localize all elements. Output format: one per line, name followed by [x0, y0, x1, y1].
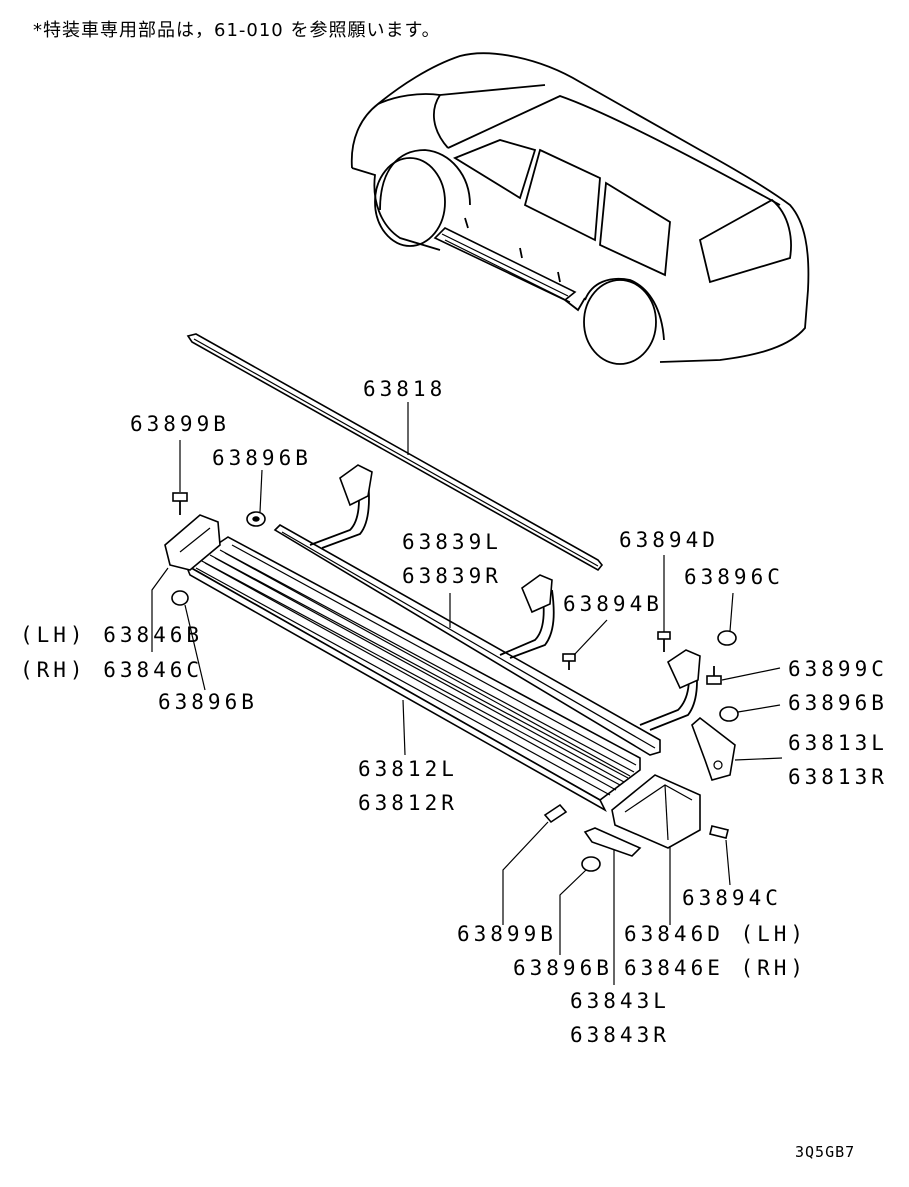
label-63896B-left: 63896B — [158, 690, 258, 714]
step-board — [184, 536, 641, 812]
label-63899C: 63899C — [788, 657, 888, 681]
fasteners — [171, 492, 739, 872]
moulding-strip — [186, 333, 604, 572]
label-63846D: 63846D (LH) — [624, 922, 808, 946]
label-63896B-right: 63896B — [788, 691, 888, 715]
vehicle-illustration — [350, 52, 810, 365]
label-63843R: 63843R — [570, 1023, 670, 1047]
label-63894D: 63894D — [619, 528, 719, 552]
leader-lines — [151, 402, 783, 985]
label-63896B-top: 63896B — [212, 446, 312, 470]
label-63839L: 63839L — [402, 530, 502, 554]
label-63813L: 63813L — [788, 731, 888, 755]
label-63899B-top: 63899B — [130, 412, 230, 436]
inner-rail — [273, 524, 661, 756]
label-63813R: 63813R — [788, 765, 888, 789]
label-63812R: 63812R — [358, 791, 458, 815]
label-63896B-bottom: 63896B — [513, 956, 613, 980]
left-end-bracket — [164, 514, 221, 571]
right-end-bracket — [611, 774, 701, 849]
drawing-code: 3Q5GB7 — [795, 1143, 856, 1161]
label-63839R: 63839R — [402, 564, 502, 588]
label-63846B: (LH) 63846B — [20, 623, 204, 647]
bracket-63813 — [691, 716, 736, 781]
bracket-63843 — [583, 827, 642, 857]
label-63899B-bottom: 63899B — [457, 922, 557, 946]
label-63812L: 63812L — [358, 757, 458, 781]
support-arms — [309, 464, 701, 731]
label-63846C: (RH) 63846C — [20, 658, 204, 682]
label-63894C: 63894C — [682, 886, 782, 910]
label-63846E: 63846E (RH) — [624, 956, 808, 980]
reference-note: *特装車専用部品は，61-010 を参照願います。 — [33, 20, 441, 41]
label-63843L: 63843L — [570, 989, 670, 1013]
label-63896C: 63896C — [684, 565, 784, 589]
label-63894B: 63894B — [563, 592, 663, 616]
label-63818: 63818 — [363, 377, 447, 401]
